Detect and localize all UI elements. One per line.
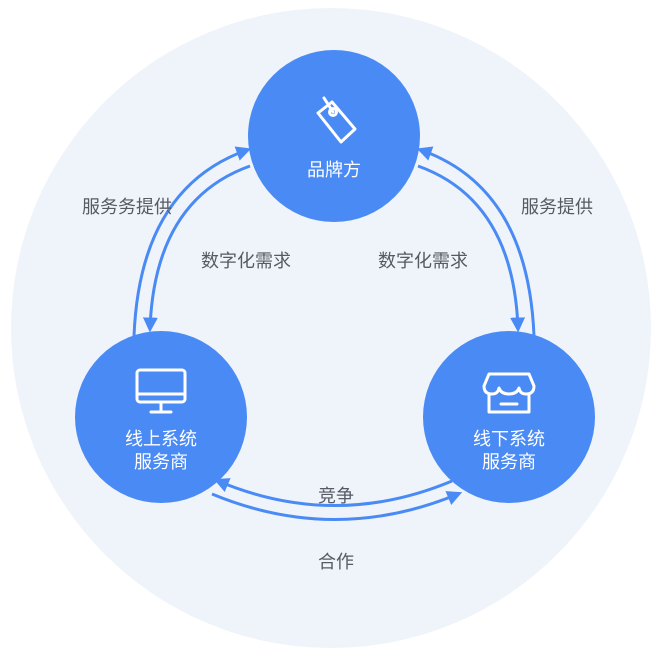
arrow-brand-to-online (142, 164, 251, 333)
computer-monitor-icon (135, 368, 187, 414)
edge-label-bottom-inner: 竞争 (318, 486, 354, 507)
node-offline-label-line1: 线下系统 (473, 429, 545, 450)
node-brand-label: 品牌方 (307, 159, 361, 181)
arrow-online-to-brand (132, 146, 252, 337)
edge-label-left-inner: 数字化需求 (201, 251, 291, 272)
edge-label-left-outer: 服务务提供 (82, 197, 172, 218)
arrow-brand-to-offline (417, 164, 526, 333)
node-offline-label: 线下系统 服务商 (473, 428, 545, 474)
node-online-label: 线上系统 服务商 (125, 428, 197, 474)
node-offline-provider: 线下系统 服务商 (423, 331, 595, 503)
arrow-offline-to-brand (416, 146, 536, 337)
node-offline-label-line2: 服务商 (482, 452, 536, 473)
node-online-provider: 线上系统 服务商 (75, 331, 247, 503)
node-brand: 品牌方 (248, 50, 420, 222)
edge-label-right-outer: 服务提供 (521, 197, 593, 218)
node-online-label-line2: 服务商 (134, 452, 188, 473)
arrow-offline-to-online (213, 478, 453, 507)
edge-label-bottom-outer: 合作 (318, 552, 354, 573)
arrow-online-to-offline (211, 491, 463, 521)
price-tag-icon (316, 96, 357, 143)
storefront-icon (482, 372, 536, 414)
edge-label-right-inner: 数字化需求 (378, 251, 468, 272)
node-online-label-line1: 线上系统 (125, 429, 197, 450)
